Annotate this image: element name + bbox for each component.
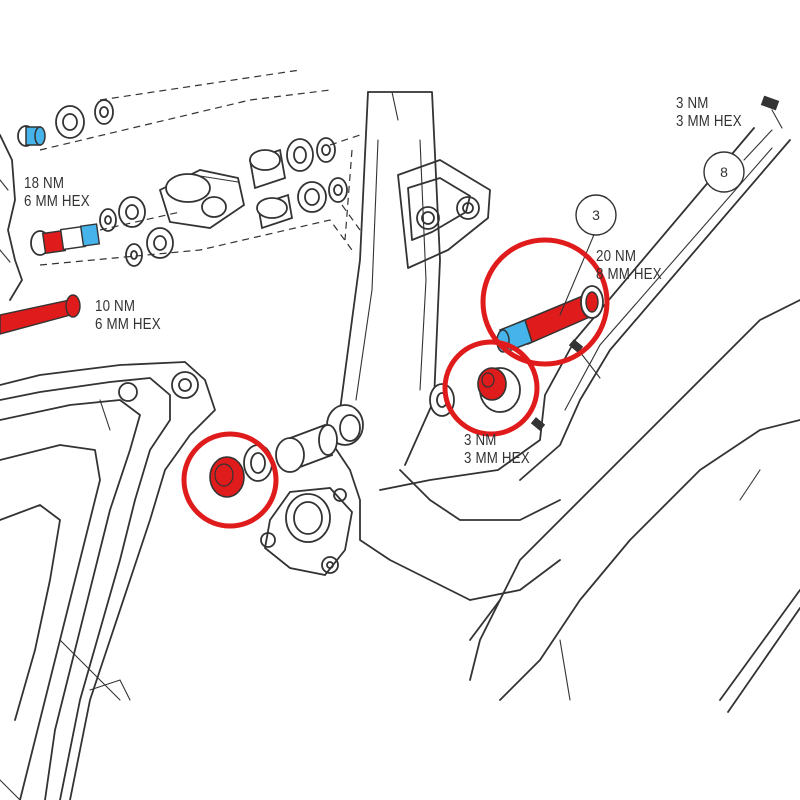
highlight-circle-pivot-nut [442, 339, 540, 437]
upper-left-hardware [17, 69, 361, 267]
upper-left-frame [0, 134, 23, 301]
axle-10nm [0, 294, 81, 335]
callout-leaders [559, 129, 773, 316]
label-upper-left-bolt: 18 NM 6 MM HEX [24, 175, 90, 210]
pivot-spacer-red [209, 456, 245, 498]
small-bolts [530, 95, 783, 431]
highlight-circle-pivot-bolt [480, 237, 610, 367]
frame-bracket [397, 159, 491, 269]
label-small-bolt: 3 NM 3 MM HEX [464, 432, 530, 467]
rear-swingarm [0, 361, 216, 800]
highlight-circle-spacer [181, 431, 279, 529]
label-axle: 10 NM 6 MM HEX [95, 298, 161, 333]
pivot-nut-red [477, 367, 521, 413]
bottom-bracket-area [329, 439, 571, 701]
label-pivot-bolt: 20 NM 8 MM HEX [596, 248, 662, 283]
label-top-right-bolt: 3 NM 3 MM HEX [676, 95, 742, 130]
callout-8: 8 [720, 164, 728, 180]
callout-3: 3 [592, 207, 600, 223]
